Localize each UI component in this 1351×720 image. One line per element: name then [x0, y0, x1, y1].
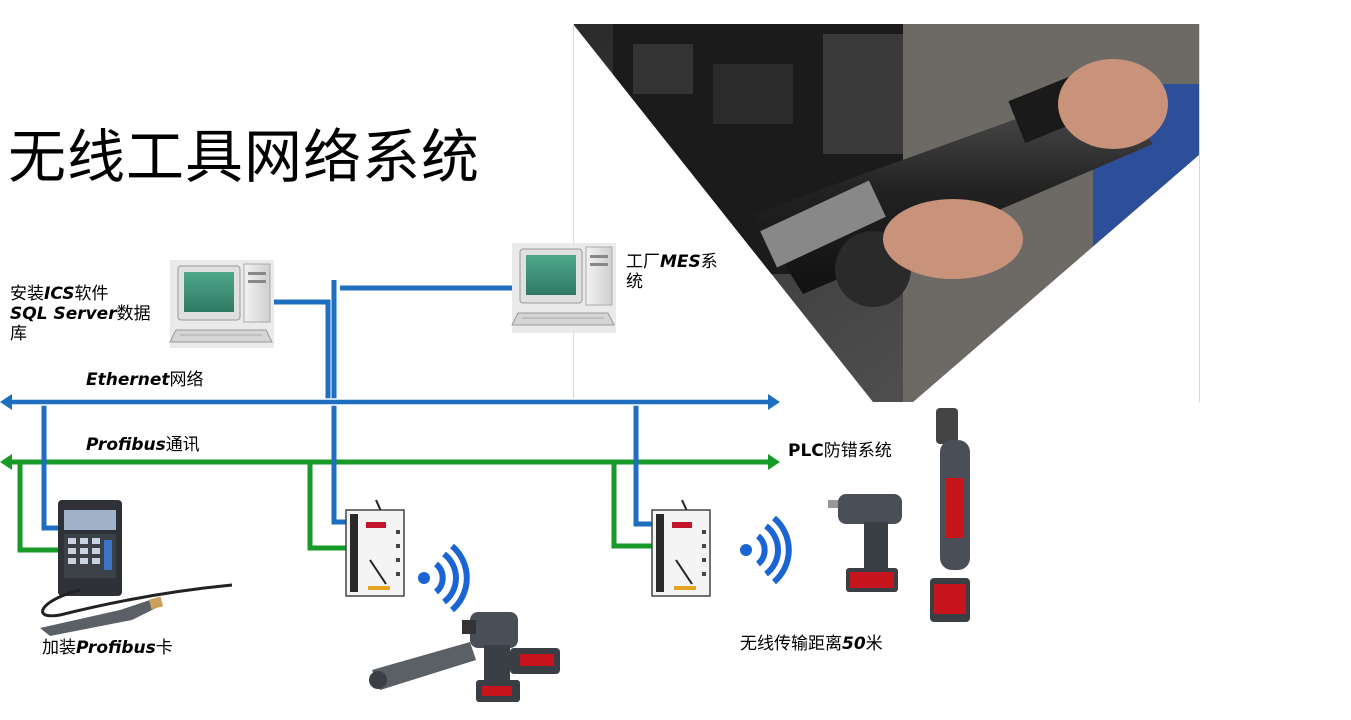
computer-icon: [511, 243, 616, 333]
ethernet-label: Ethernet网络: [86, 370, 204, 390]
access-point-icon: [651, 499, 711, 597]
photo-border: [1199, 24, 1200, 402]
profibus-arrow-left: [0, 454, 12, 470]
pulse-tool-icon: [40, 600, 160, 636]
page-title: 无线工具网络系统: [8, 123, 481, 191]
ics-software-label: 安装ICS软件 SQL Server数据 库: [10, 284, 151, 344]
profibus-bus-line: [8, 459, 772, 553]
wireless-distance-label: 无线传输距离50米: [740, 634, 883, 654]
impact-wrench-icon: [462, 612, 560, 702]
controller-cable: [41, 583, 233, 618]
wifi-icon: [740, 515, 792, 585]
access-point-icon: [345, 499, 405, 597]
tool-photo: [573, 24, 1200, 402]
mes-label: 工厂MES系 统: [626, 252, 718, 292]
profibus-card-label: 加装Profibus卡: [42, 638, 173, 658]
drill-icon: [828, 494, 902, 592]
ethernet-arrow-right: [768, 394, 780, 410]
photo-border: [573, 24, 574, 402]
angle-wrench-icon: [930, 408, 970, 622]
ethernet-arrow-left: [0, 394, 12, 410]
profibus-arrow-right: [768, 454, 780, 470]
controller-icon: [58, 500, 122, 596]
plc-label: PLC防错系统: [788, 441, 892, 461]
wifi-icon: [418, 543, 470, 613]
computer-icon: [169, 260, 274, 348]
profibus-label: Profibus通讯: [86, 435, 200, 455]
angle-wrench-icon: [369, 642, 476, 690]
